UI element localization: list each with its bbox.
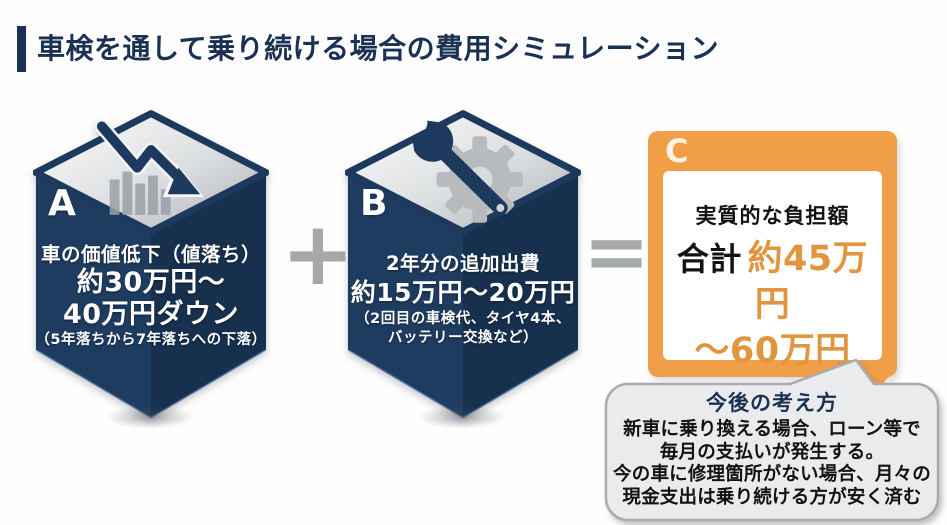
cube-b-shadow (414, 404, 510, 430)
note-line: 毎月の支払いが発生する。 (659, 441, 885, 463)
falling-bar-chart-arrow-icon (94, 118, 205, 215)
page-title: 車検を通して乗り続ける場合の費用シミュレーション (37, 32, 720, 65)
cube-a-shadow (102, 404, 198, 430)
wrench-gear-icon (412, 120, 523, 223)
cube-b-shape (344, 110, 582, 419)
title-accent-bar (17, 26, 26, 72)
block-a-label: A (48, 183, 76, 224)
note-line: 現金支出は乗り続ける方が安く済む (622, 486, 922, 508)
block-c-result-box: C 実質的な負担額 合計 約45万円 ～60万円 (648, 131, 897, 377)
block-b-note-line2: バッテリー交換など） (388, 330, 538, 346)
block-c-heading: 実質的な負担額 (695, 204, 850, 228)
note-line: 新車に乗り換える場合、ローン等で (623, 419, 921, 440)
block-a-amount-line1: 約30万円〜 (76, 267, 226, 298)
cube-a-shape (32, 110, 270, 419)
block-a-amount-line2: 40万円ダウン (62, 299, 240, 330)
note-bubble-shape (604, 358, 940, 522)
block-b-label: B (360, 183, 388, 224)
block-c-amount-line1: 約45万円 (747, 239, 869, 325)
equals-operator: = (583, 205, 651, 298)
block-c-amount: 合計 約45万円 ～60万円 (663, 239, 882, 377)
note-bubble: 今後の考え方 新車に乗り換える場合、ローン等で 毎月の支払いが発生する。 今の車… (604, 390, 940, 509)
note-title: 今後の考え方 (706, 391, 838, 415)
block-b-cube: B 2年分の追加出費 約15万円〜20万円 （2回目の車検代、タイヤ4本、 バッ… (344, 110, 582, 422)
note-line: 今の車に修理箇所がない場合、月々の (613, 464, 931, 485)
block-b-note-line1: （2回目の車検代、タイヤ4本、 (355, 311, 571, 327)
block-c-total-label: 合計 (676, 240, 742, 278)
block-b-text: 2年分の追加出費 約15万円〜20万円 （2回目の車検代、タイヤ4本、 バッテリ… (345, 252, 581, 348)
block-b-heading: 2年分の追加出費 (385, 252, 541, 275)
block-c-amount-line2: ～60万円 (694, 331, 851, 371)
block-a-text: 車の価値低下（値落ち） 約30万円〜 40万円ダウン （5年落ちから7年落ちへの… (33, 243, 269, 350)
plus-operator: + (281, 202, 355, 305)
block-a-heading: 車の価値低下（値落ち） (40, 243, 261, 266)
block-b-amount: 約15万円〜20万円 (350, 278, 576, 307)
block-a-note: （5年落ちから7年落ちへの下落） (35, 332, 267, 348)
block-c-panel: 実質的な負担額 合計 約45万円 ～60万円 (663, 171, 882, 371)
block-a-cube: A 車の価値低下（値落ち） 約30万円〜 40万円ダウン （5年落ちから7年落ち… (32, 110, 270, 422)
block-c-label: C (665, 132, 689, 170)
